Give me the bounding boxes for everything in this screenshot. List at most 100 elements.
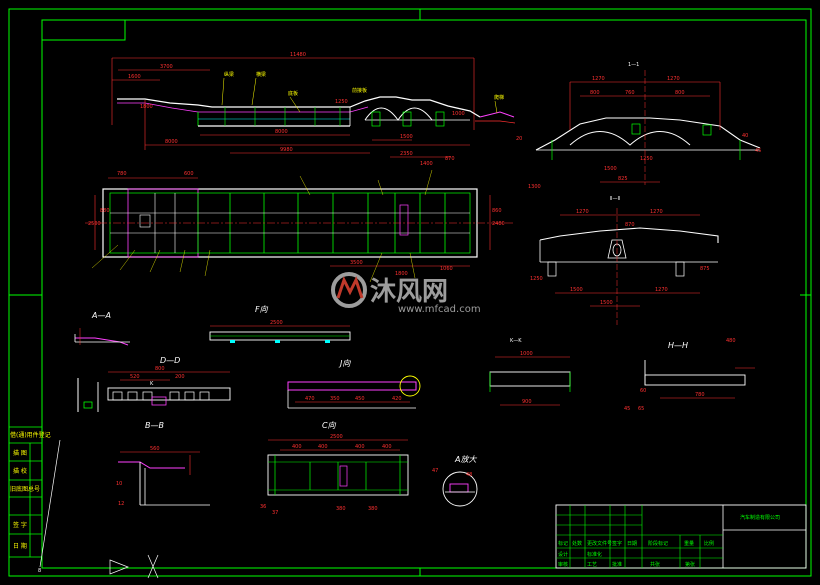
section-2-2: Ⅱ—Ⅱ 1270 1270 870 1500 1270 1500 1250 87…	[530, 196, 719, 325]
svg-text:1400: 1400	[420, 161, 433, 167]
svg-text:A—A: A—A	[91, 311, 111, 320]
svg-text:1270: 1270	[655, 287, 668, 293]
svg-text:2350: 2350	[400, 151, 413, 157]
svg-text:780: 780	[117, 171, 127, 177]
svg-text:横梁: 横梁	[256, 71, 266, 78]
svg-text:A放大: A放大	[454, 455, 477, 464]
svg-text:审核: 审核	[558, 561, 568, 568]
svg-text:阶段标记: 阶段标记	[648, 540, 668, 547]
svg-text:760: 760	[625, 90, 635, 96]
svg-text:借(通)用件登记: 借(通)用件登记	[10, 431, 51, 439]
svg-text:1270: 1270	[667, 76, 680, 82]
svg-text:D—D: D—D	[160, 356, 180, 365]
svg-text:36: 36	[260, 504, 266, 510]
view-k-k: K—K 1000 900	[489, 338, 571, 406]
svg-text:40: 40	[742, 133, 748, 139]
svg-text:1270: 1270	[650, 209, 663, 215]
svg-text:800: 800	[590, 90, 600, 96]
svg-text:860: 860	[492, 208, 502, 214]
svg-text:870: 870	[625, 222, 635, 228]
svg-text:爬梯: 爬梯	[494, 94, 504, 101]
title-block: 汽车制造有限公司 标记 处数 更改文件号 签字 日期 设计 标准化 阶段标记 重…	[555, 504, 807, 569]
outer-frame	[8, 8, 812, 577]
svg-text:400: 400	[355, 444, 365, 450]
svg-text:1800: 1800	[395, 271, 408, 277]
svg-text:标记: 标记	[558, 540, 568, 547]
detail-a-enlarged: A放大 47 48	[432, 455, 477, 507]
svg-text:780: 780	[695, 392, 705, 398]
svg-text:20: 20	[516, 136, 522, 142]
svg-text:900: 900	[522, 399, 532, 405]
watermark-url: www.mfcad.com	[398, 304, 481, 315]
plan-view: 780 600 2500 880 2480 860 3500 1800 1060	[85, 169, 515, 283]
svg-text:K: K	[150, 381, 154, 387]
svg-text:200: 200	[175, 374, 185, 380]
view-d-d: D—D 800 520 200 K	[77, 356, 231, 412]
svg-text:K—K: K—K	[510, 338, 522, 344]
svg-text:12: 12	[118, 501, 124, 507]
svg-text:1000: 1000	[452, 111, 465, 117]
section-1-1: 1—1 1270 1270 800 760 800 825 40 45 20 1…	[516, 62, 761, 190]
svg-text:2500: 2500	[330, 434, 343, 440]
svg-text:8000: 8000	[165, 139, 178, 145]
svg-text:F向: F向	[255, 305, 269, 314]
svg-text:2480: 2480	[492, 221, 505, 227]
inner-frame	[41, 19, 807, 569]
svg-text:350: 350	[330, 396, 340, 402]
svg-text:底板: 底板	[288, 90, 298, 97]
view-j: J向 470 350 450 420	[287, 359, 421, 409]
svg-text:3700: 3700	[160, 64, 173, 70]
view-b-b: B—B 560 10 12	[116, 421, 210, 507]
svg-text:825: 825	[618, 176, 628, 182]
svg-text:前接板: 前接板	[352, 87, 367, 94]
svg-text:比例: 比例	[704, 540, 714, 547]
svg-text:60: 60	[640, 388, 646, 394]
svg-text:标准化: 标准化	[587, 551, 602, 558]
svg-text:共张: 共张	[650, 561, 660, 568]
svg-text:45: 45	[624, 406, 630, 412]
svg-text:65: 65	[638, 406, 644, 412]
svg-text:380: 380	[336, 506, 346, 512]
view-f: F向 2500	[209, 305, 351, 343]
svg-text:设计: 设计	[558, 551, 568, 558]
svg-text:C向: C向	[322, 421, 337, 430]
svg-text:10: 10	[116, 481, 122, 487]
svg-text:1060: 1060	[440, 266, 453, 272]
svg-text:600: 600	[184, 171, 194, 177]
svg-text:45: 45	[755, 148, 761, 154]
svg-text:400: 400	[292, 444, 302, 450]
svg-text:1000: 1000	[520, 351, 533, 357]
svg-text:470: 470	[305, 396, 315, 402]
svg-text:批准: 批准	[612, 561, 622, 568]
svg-text:400: 400	[318, 444, 328, 450]
side-register-table: 借(通)用件登记 描 图 描 校 旧底图总号 签 字 日 期 8	[8, 426, 159, 579]
svg-text:1270: 1270	[576, 209, 589, 215]
view-a-a: A—A	[74, 311, 130, 346]
svg-text:1500: 1500	[600, 300, 613, 306]
svg-text:48: 48	[466, 472, 472, 478]
svg-text:1300: 1300	[528, 184, 541, 190]
svg-text:1250: 1250	[335, 99, 348, 105]
svg-text:1800: 1800	[140, 104, 153, 110]
svg-text:1250: 1250	[530, 276, 543, 282]
svg-text:日 期: 日 期	[13, 542, 27, 550]
svg-text:2500: 2500	[270, 320, 283, 326]
view-h-h: H—H 480 780 60 45 65	[624, 338, 755, 412]
svg-text:8000: 8000	[275, 129, 288, 135]
svg-text:重量: 重量	[684, 540, 694, 547]
svg-text:J向: J向	[338, 359, 351, 368]
svg-text:工艺: 工艺	[587, 562, 597, 568]
view-c: C向 2500 400 400 400 400 380 380 36 37	[260, 421, 409, 516]
svg-text:1—1: 1—1	[628, 62, 639, 68]
svg-text:更改文件号: 更改文件号	[587, 540, 612, 547]
svg-text:800: 800	[155, 366, 165, 372]
svg-text:380: 380	[368, 506, 378, 512]
svg-text:B—B: B—B	[145, 421, 164, 430]
svg-text:1600: 1600	[128, 74, 141, 80]
svg-text:2500: 2500	[88, 221, 101, 227]
svg-text:1250: 1250	[640, 156, 653, 162]
svg-text:400: 400	[382, 444, 392, 450]
svg-text:汽车制造有限公司: 汽车制造有限公司	[740, 514, 780, 521]
svg-text:520: 520	[130, 374, 140, 380]
